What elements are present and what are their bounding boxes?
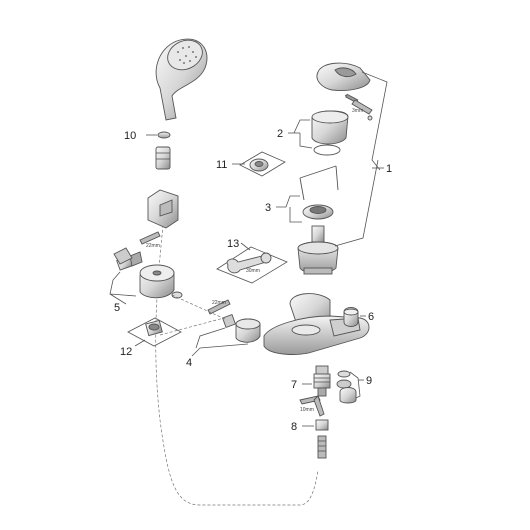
hex-key-22mm-b bbox=[207, 299, 231, 315]
hose-end-fitting bbox=[155, 146, 171, 170]
part-4-eccentric: 22mm bbox=[207, 299, 261, 343]
svg-text:30mm: 30mm bbox=[246, 268, 260, 274]
callout-12: 12 bbox=[120, 346, 132, 358]
callout-2: 2 bbox=[277, 128, 283, 140]
hex-key-10mm: 10mm bbox=[299, 395, 325, 417]
callout-13: 13 bbox=[227, 238, 239, 250]
part-11-cap bbox=[239, 151, 286, 177]
callout-11: 11 bbox=[216, 159, 227, 171]
spindle-pins bbox=[299, 165, 339, 201]
callout-8: 8 bbox=[291, 421, 297, 433]
part-7-valve bbox=[313, 365, 331, 397]
alignment-dash-2 bbox=[159, 317, 225, 336]
part-8-nipple bbox=[315, 419, 329, 459]
hand-shower bbox=[155, 38, 208, 121]
svg-text:22mm: 22mm bbox=[212, 300, 226, 306]
svg-text:10mm: 10mm bbox=[300, 407, 314, 413]
cartridge bbox=[297, 225, 339, 275]
callout-9: 9 bbox=[366, 375, 372, 387]
part-12-flange bbox=[127, 317, 182, 347]
svg-text:22mm: 22mm bbox=[146, 243, 160, 249]
callout-3: 3 bbox=[265, 202, 271, 214]
svg-text:3mm: 3mm bbox=[352, 108, 363, 114]
callout-1: 1 bbox=[386, 163, 392, 175]
allen-key-3mm bbox=[351, 99, 373, 115]
part-13-spanner: 30mm bbox=[216, 246, 288, 284]
washer-10 bbox=[157, 131, 171, 139]
callout-5: 5 bbox=[114, 302, 120, 314]
callout-4: 4 bbox=[186, 357, 192, 369]
callout-10: 10 bbox=[124, 130, 136, 142]
callout-7: 7 bbox=[291, 379, 297, 391]
part-2-cap-and-oring bbox=[311, 110, 349, 156]
lever-handle bbox=[316, 62, 373, 121]
mixer-body bbox=[263, 293, 370, 355]
part-5-wall-connection: 22mm bbox=[113, 231, 183, 299]
part-3-nut bbox=[302, 204, 334, 220]
callout-6: 6 bbox=[368, 311, 374, 323]
part-9-aerator bbox=[336, 370, 357, 404]
hex-key-22mm-a bbox=[139, 231, 161, 245]
part-6-cap bbox=[343, 307, 359, 327]
callout-1-bracket bbox=[334, 71, 388, 247]
